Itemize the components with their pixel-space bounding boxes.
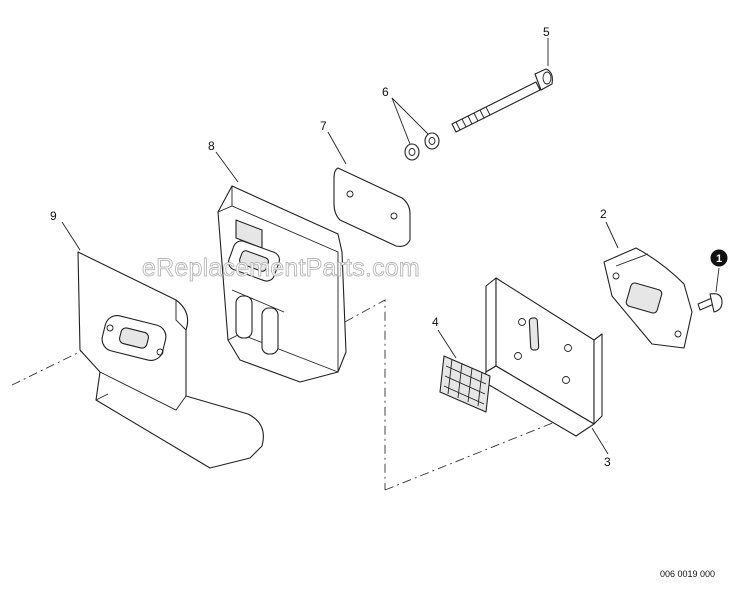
part-8-muffler[interactable] [217,185,347,383]
part-4-screen[interactable] [439,355,491,413]
callout-3: 3 [604,455,611,469]
leader-lines [61,38,720,455]
callout-8: 8 [208,139,215,153]
callout-5: 5 [543,25,550,39]
part-3-bracket[interactable] [483,277,603,437]
part-9-heat-shield[interactable] [77,251,264,469]
badge-number: 1 [716,253,722,265]
part-6-washers[interactable] [404,132,440,161]
callout-7: 7 [320,119,327,133]
part-2-flange[interactable] [603,247,693,349]
item-1-badge: 1 [710,249,728,267]
drawing-number: 006 0019 000 [660,569,715,579]
callout-2: 2 [600,207,607,221]
screw-1[interactable] [697,293,723,313]
part-7-gasket[interactable] [333,167,411,247]
watermark-text: eReplacementParts.com [142,254,420,282]
callout-6: 6 [382,85,389,99]
callout-9: 9 [50,209,57,223]
callout-4: 4 [432,315,439,329]
part-5-bolt[interactable] [451,68,553,133]
callout-labels: 5 6 7 8 9 2 4 3 [50,25,611,469]
